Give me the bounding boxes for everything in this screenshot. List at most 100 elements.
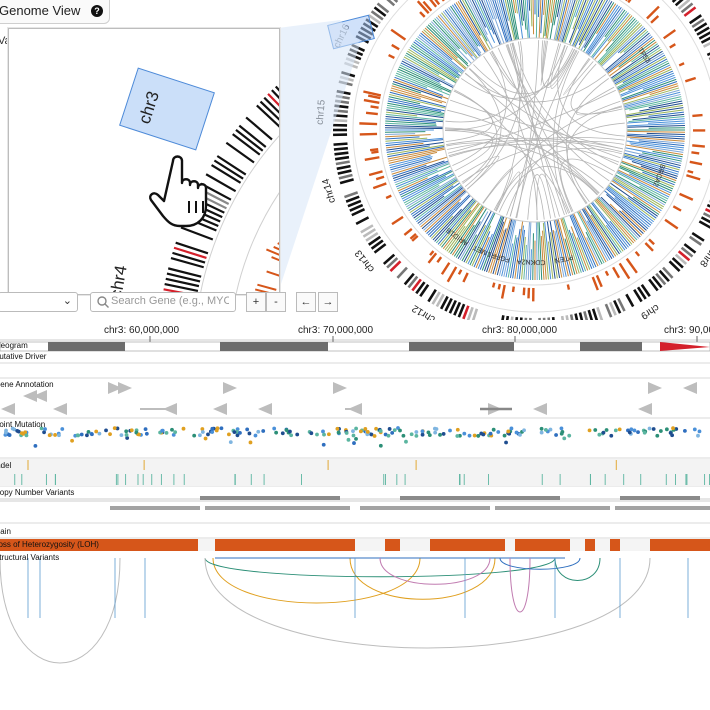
pan-left-button[interactable]: ← (296, 292, 316, 312)
point-mutation-dot (692, 427, 697, 432)
circos-mutation-mark (600, 196, 641, 238)
zoom-ideogram-band (222, 146, 252, 168)
tracks-svg (0, 336, 710, 664)
point-mutation-dot (543, 427, 548, 432)
zoom-ideogram-band (225, 141, 255, 164)
zoom-out-button[interactable]: - (266, 292, 286, 312)
circos-chrom-label: chr14 (320, 177, 338, 205)
gene-search-box[interactable] (90, 292, 236, 312)
circos-mutation-mark (623, 30, 649, 53)
circos-selection-box[interactable] (327, 14, 375, 50)
circos-mutation-mark (528, 0, 531, 11)
circos-ideogram-band (338, 80, 353, 87)
circos-mutation-mark (402, 58, 461, 91)
zoom-ring (235, 192, 279, 294)
circos-ideogram-band (696, 26, 710, 36)
point-mutation-dot (664, 427, 669, 432)
circos-mutation-mark (615, 158, 677, 182)
circos-mutation-mark (385, 131, 426, 133)
circos-plot[interactable]: chr1chr2chr3chr4chr5chr6chr7chr8chr9chr1… (0, 0, 710, 320)
point-mutation-dot (42, 430, 46, 435)
point-mutation-dot (365, 429, 370, 434)
circos-cnv-mark (372, 182, 387, 190)
circos-ideogram-band (335, 160, 350, 166)
linear-genome-tracks[interactable]: chr3: 60,000,000 chr3: 70,000,000 chr3: … (0, 318, 710, 710)
circos-ideogram-band (370, 10, 384, 21)
circos-ideogram-band (569, 314, 574, 320)
circos-cnv-mark (391, 43, 400, 51)
circos-mutation-mark (453, 224, 475, 257)
circos-mutation-mark (589, 12, 629, 62)
track-label-driver: Putative Driver (0, 352, 47, 361)
circos-ideogram-band (342, 66, 357, 74)
track-label-gain: Gain (0, 527, 11, 536)
point-mutation-dot (248, 440, 253, 445)
zoom-cnv-mark (266, 248, 279, 256)
gene-arrow-icon (118, 382, 132, 394)
sample-select[interactable]: ⌄ (0, 292, 78, 312)
zoom-in-button[interactable]: + (246, 292, 266, 312)
point-mutation-dot (514, 430, 519, 435)
circos-mutation-mark (550, 0, 556, 23)
circos-mutation-mark (424, 27, 458, 59)
circos-cnv-mark (627, 0, 632, 4)
zoom-ideogram-band (238, 124, 267, 148)
circos-link (464, 68, 502, 188)
circos-mutation-mark (609, 203, 643, 236)
point-mutation-dot (593, 428, 598, 432)
help-icon[interactable]: ? (91, 5, 103, 17)
cnv-segment (615, 506, 710, 510)
circos-cnv-mark (687, 169, 694, 174)
zoom-ideogram-band (252, 108, 279, 133)
circos-ideogram-band (683, 6, 697, 17)
circos-ideogram-band (376, 2, 390, 14)
point-mutation-dot (200, 427, 205, 431)
circos-link (506, 122, 625, 216)
point-mutation-dot (651, 427, 656, 431)
circos-mutation-mark (485, 0, 494, 20)
circos-mutation-mark (629, 142, 684, 151)
zoom-selection-box[interactable] (119, 67, 215, 151)
circos-mutation-mark (427, 24, 469, 65)
zoom-ideogram-band (259, 100, 279, 121)
circos-ideogram-band (505, 315, 510, 320)
search-icon (97, 296, 109, 308)
pan-right-button[interactable]: → (318, 292, 338, 312)
point-mutation-dot (129, 428, 134, 433)
point-mutation-dot (79, 432, 84, 437)
circos-mutation-mark (608, 45, 660, 81)
circos-cnv-mark (359, 122, 378, 126)
circos-mutation-mark (442, 194, 486, 249)
circos-mutation-mark (386, 143, 450, 156)
circos-mutation-mark (520, 0, 525, 21)
circos-mutation-mark (414, 39, 459, 73)
circos-mutation-mark (553, 0, 560, 26)
circos-ideogram-band (565, 315, 569, 320)
point-mutation-dot (235, 433, 240, 438)
sv-arc (499, 557, 581, 570)
point-mutation-dot (433, 430, 438, 435)
circos-mutation-mark (457, 0, 491, 55)
point-mutation-dot (352, 441, 356, 445)
point-mutation-dot (420, 429, 425, 434)
circos-link (446, 137, 624, 150)
track-label-indel: Indel (0, 461, 12, 470)
genome-view-title: Genome View (0, 3, 81, 18)
circos-ideogram-band (636, 286, 647, 300)
point-mutation-dot (354, 426, 358, 431)
circos-mutation-mark (490, 229, 505, 274)
point-mutation-dot (383, 432, 388, 437)
cnv-segment (400, 496, 560, 500)
gene-search-input[interactable] (111, 294, 229, 308)
point-mutation-dot (627, 430, 632, 435)
zoom-cnv-mark (273, 245, 279, 251)
circos-ideogram-band (596, 306, 604, 320)
circos-mutation-mark (524, 0, 530, 46)
gene-arrow-icon (33, 390, 47, 402)
circos-mutation-mark (540, 0, 544, 34)
zoom-ideogram-band (241, 120, 270, 145)
circos-mutation-mark (446, 225, 466, 252)
point-mutation-dot (326, 432, 331, 437)
circos-mutation-mark (532, 0, 535, 35)
genome-view-tab[interactable]: Genome View ? (0, 0, 110, 24)
